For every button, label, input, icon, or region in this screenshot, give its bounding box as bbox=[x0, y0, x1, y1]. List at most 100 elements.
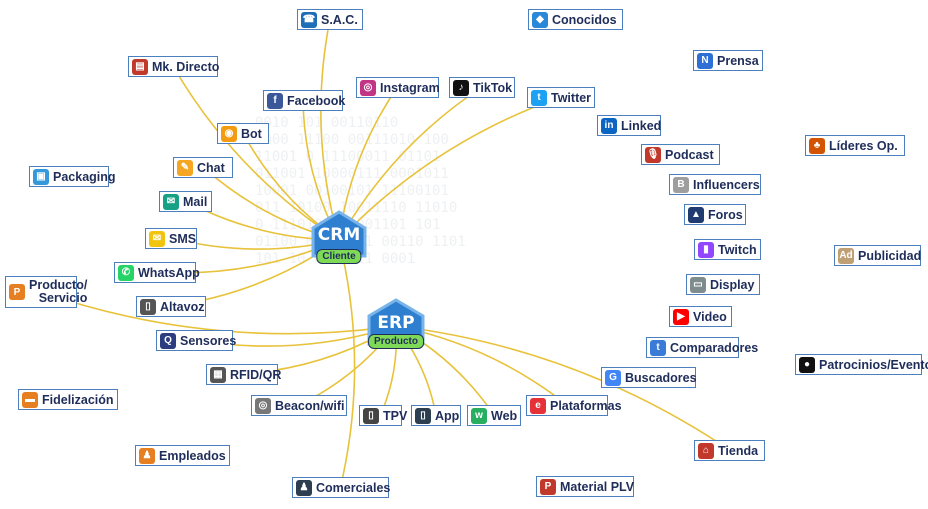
newspaper-icon: N bbox=[697, 52, 713, 69]
node-material-plv[interactable]: P Material PLV bbox=[536, 476, 634, 497]
node-tpv[interactable]: ▯ TPV bbox=[359, 405, 407, 426]
link-crm-tiktok bbox=[338, 86, 483, 241]
node-label: Mail bbox=[183, 194, 208, 209]
node-label: Material PLV bbox=[560, 479, 635, 494]
forum-icon: ▲ bbox=[688, 206, 704, 223]
node-chat[interactable]: ✎Chat bbox=[173, 157, 233, 178]
erp-hub[interactable]: ERP Producto bbox=[367, 298, 425, 352]
node-label: Bot bbox=[241, 126, 262, 141]
blog-icon: B bbox=[673, 176, 689, 193]
node-label: TPV bbox=[383, 408, 408, 423]
catalog-icon: ▤ bbox=[132, 58, 148, 75]
marketplaces-logos: e bbox=[530, 397, 546, 414]
node-packaging[interactable]: ▣Packaging bbox=[29, 166, 116, 187]
node-label: RFID/QR bbox=[230, 367, 282, 382]
package-icon: ▣ bbox=[33, 168, 49, 185]
node-patrocinios-eventos[interactable]: ●Patrocinios/Eventos bbox=[795, 354, 928, 375]
smartphone-icon: ▯ bbox=[415, 407, 431, 424]
crm-title: CRM bbox=[317, 225, 361, 245]
twitter-icon: t bbox=[531, 89, 547, 106]
node-label: Beacon/wifi bbox=[275, 398, 345, 413]
bot-icon: ◉ bbox=[221, 125, 237, 142]
speaker-icon: ▯ bbox=[140, 298, 156, 315]
node-empleados[interactable]: ♟ Empleados bbox=[135, 445, 230, 466]
node-label: Tienda bbox=[718, 443, 759, 458]
node-fidelizacion[interactable]: ▬Fidelización bbox=[18, 389, 118, 410]
node-label: Web bbox=[491, 408, 518, 423]
node-label: Fidelización bbox=[42, 392, 114, 407]
node-twitter[interactable]: t Twitter bbox=[527, 87, 595, 108]
node-comparadores[interactable]: t Comparadores bbox=[646, 337, 758, 358]
node-label: Líderes Op. bbox=[829, 138, 898, 153]
link-crm-s-a-c bbox=[320, 18, 340, 241]
link-crm-comerciales bbox=[338, 239, 356, 488]
store-icon: ⌂ bbox=[698, 442, 714, 459]
node-tiktok[interactable]: ♪TikTok bbox=[449, 77, 515, 98]
node-label: Empleados bbox=[159, 448, 226, 463]
node-label: Plataformas bbox=[550, 398, 622, 413]
node-influencers[interactable]: B Influencers bbox=[669, 174, 761, 195]
erp-title: ERP bbox=[377, 313, 415, 333]
youtube-icon: ▶ bbox=[673, 308, 689, 325]
instagram-icon: ◎ bbox=[360, 79, 376, 96]
salesperson-icon: ♟ bbox=[296, 479, 312, 496]
node-label: Comparadores bbox=[670, 340, 759, 355]
node-altavoz[interactable]: ▯Altavoz bbox=[136, 296, 206, 317]
node-plataformas[interactable]: e Plataformas bbox=[526, 395, 622, 416]
node-mk-directo[interactable]: ▤Mk. Directo bbox=[128, 56, 219, 77]
node-conocidos[interactable]: ◆Conocidos bbox=[528, 9, 623, 30]
node-lideres-op[interactable]: ♣Líderes Op. bbox=[805, 135, 905, 156]
node-label: Patrocinios/Eventos bbox=[819, 357, 928, 372]
node-video[interactable]: ▶Video bbox=[669, 306, 732, 327]
display-icon: ▭ bbox=[690, 276, 706, 293]
node-tienda[interactable]: ⌂ Tienda bbox=[694, 440, 765, 461]
node-bot[interactable]: ◉ Bot bbox=[217, 123, 269, 144]
node-label: Instagram bbox=[380, 80, 440, 95]
rfid-icon: ▦ bbox=[210, 366, 226, 383]
node-label: Influencers bbox=[693, 177, 760, 192]
node-sms[interactable]: ✉SMS bbox=[145, 228, 197, 249]
whatsapp-icon: ✆ bbox=[118, 264, 134, 281]
node-instagram[interactable]: ◎ Instagram bbox=[356, 77, 440, 98]
facebook-icon: f bbox=[267, 92, 283, 109]
pos-terminal-icon: ▯ bbox=[363, 407, 379, 424]
node-label: Prensa bbox=[717, 53, 759, 68]
crm-hub[interactable]: CRM Cliente bbox=[311, 210, 367, 264]
node-podcast[interactable]: 🎙Podcast bbox=[641, 144, 720, 165]
node-label: Podcast bbox=[665, 147, 714, 162]
node-beacon-wifi[interactable]: ◎Beacon/wifi bbox=[251, 395, 347, 416]
product-icon: P bbox=[9, 284, 25, 300]
node-label: Producto/Servicio bbox=[29, 278, 88, 305]
node-label: Foros bbox=[708, 207, 743, 222]
node-app[interactable]: ▯ App bbox=[411, 405, 461, 426]
node-label: Sensores bbox=[180, 333, 237, 348]
node-label: TikTok bbox=[473, 80, 513, 95]
node-s-a-c[interactable]: ☎S.A.C. bbox=[297, 9, 363, 30]
sms-icon: ✉ bbox=[149, 230, 165, 247]
node-label: App bbox=[435, 408, 460, 423]
link-crm-mk-directo bbox=[172, 65, 340, 241]
node-comerciales[interactable]: ♟Comerciales bbox=[292, 477, 390, 498]
plv-icon: P bbox=[540, 478, 556, 495]
node-twitch[interactable]: ▮Twitch bbox=[694, 239, 761, 260]
comparators-logos: t bbox=[650, 339, 666, 356]
employees-icon: ♟ bbox=[139, 447, 155, 464]
node-foros[interactable]: ▲ Foros bbox=[684, 204, 746, 225]
node-label: Twitter bbox=[551, 90, 592, 105]
ad-icon: Ad bbox=[838, 247, 854, 264]
node-mail[interactable]: ✉Mail bbox=[159, 191, 212, 212]
node-prensa[interactable]: N Prensa bbox=[693, 50, 763, 71]
node-whatsapp[interactable]: ✆WhatsApp bbox=[114, 262, 200, 283]
node-display[interactable]: ▭Display bbox=[686, 274, 760, 295]
erp-tag: Producto bbox=[368, 334, 424, 349]
node-rfid-qr[interactable]: ▦ RFID/QR bbox=[206, 364, 282, 385]
google-icon: G bbox=[605, 369, 621, 386]
node-label: Chat bbox=[197, 160, 225, 175]
